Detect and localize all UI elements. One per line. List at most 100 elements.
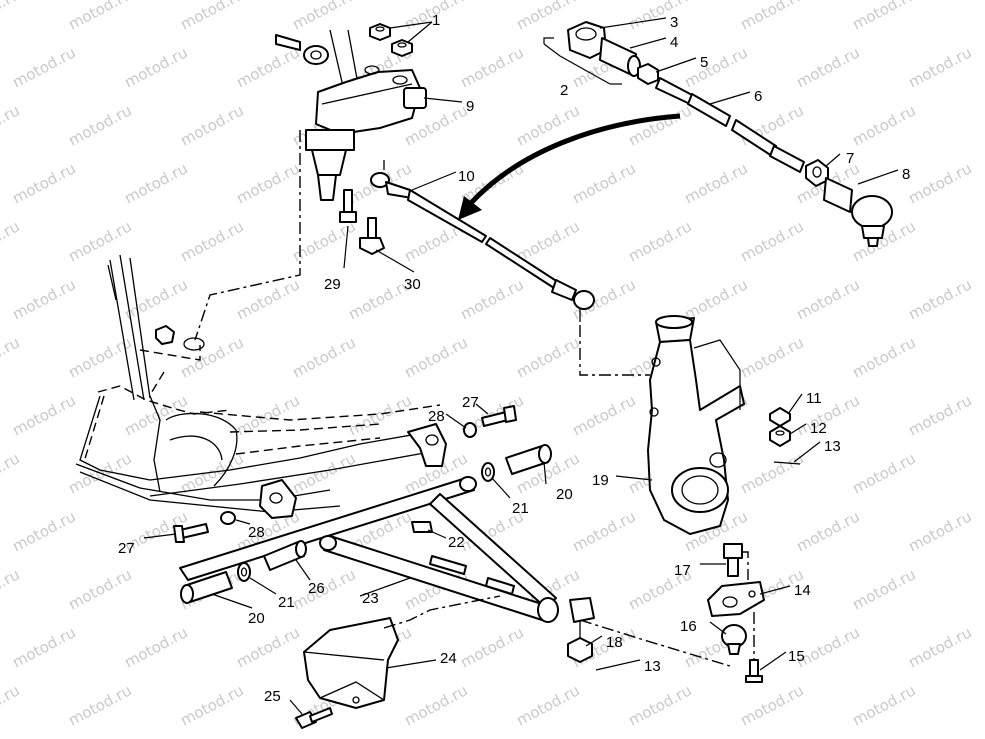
callout-7: 7 <box>846 150 854 167</box>
callout-14: 14 <box>794 582 811 599</box>
watermark-text: motod.ru <box>177 217 246 265</box>
watermark-text: motod.ru <box>625 0 694 34</box>
watermark-text: motod.ru <box>625 681 694 729</box>
callout-26: 26 <box>308 580 325 597</box>
watermark-text: motod.ru <box>289 333 358 381</box>
callout-24: 24 <box>440 650 457 667</box>
callout-8: 8 <box>902 166 910 183</box>
watermark-text: motod.ru <box>849 565 918 613</box>
watermark-text: motod.ru <box>513 333 582 381</box>
watermark-text: motod.ru <box>905 623 974 671</box>
watermark-text: motod.ru <box>513 217 582 265</box>
callout-labels: 1234567891011121313141516171819202021212… <box>118 12 910 705</box>
watermark-text: motod.ru <box>65 0 134 34</box>
watermark-text: motod.ru <box>681 159 750 207</box>
watermark-text: motod.ru <box>737 333 806 381</box>
callout-21b: 21 <box>278 594 295 611</box>
spindle-knuckle <box>647 315 745 535</box>
watermark-text: motod.ru <box>0 0 23 34</box>
watermark-text: motod.ru <box>681 275 750 323</box>
callout-13b: 13 <box>644 658 661 675</box>
callout-17: 17 <box>674 562 691 579</box>
watermark-text: motod.ru <box>121 275 190 323</box>
direction-arrow <box>458 113 681 220</box>
watermark-text: motod.ru <box>233 43 302 91</box>
watermark-text: motod.ru <box>849 0 918 34</box>
watermark-text: motod.ru <box>737 0 806 34</box>
watermark-text: motod.ru <box>9 43 78 91</box>
watermark-text: motod.ru <box>65 217 134 265</box>
watermark-text: motod.ru <box>0 449 23 497</box>
tie-rod-center <box>370 160 650 376</box>
watermark-text: motod.ru <box>849 681 918 729</box>
callout-15: 15 <box>788 648 805 665</box>
callout-23: 23 <box>362 590 379 607</box>
watermark-text: motod.ru <box>65 681 134 729</box>
watermark-text: motod.ru <box>849 101 918 149</box>
callout-5: 5 <box>700 54 708 71</box>
watermark-text: motod.ru <box>177 449 246 497</box>
callout-11: 11 <box>806 390 822 407</box>
watermark-text: motod.ru <box>737 217 806 265</box>
arm-bolts <box>173 405 517 543</box>
callout-28b: 28 <box>248 524 265 541</box>
callout-4: 4 <box>670 34 678 51</box>
watermark-text: motod.ru <box>793 43 862 91</box>
callout-6: 6 <box>754 88 762 105</box>
callout-2: 2 <box>560 82 568 99</box>
watermark-text: motod.ru <box>905 275 974 323</box>
watermark-text: motod.ru <box>0 101 23 149</box>
callout-25: 25 <box>264 688 281 705</box>
watermark-text: motod.ru <box>233 159 302 207</box>
watermark-text: motod.ru <box>0 217 23 265</box>
watermark-text: motod.ru <box>0 565 23 613</box>
watermark-text: motod.ru <box>177 0 246 34</box>
watermark-text: motod.ru <box>513 681 582 729</box>
watermark-text: motod.ru <box>9 391 78 439</box>
callout-28a: 28 <box>428 408 445 425</box>
tie-rod-assembly <box>543 21 893 247</box>
callout-18: 18 <box>606 634 623 651</box>
callout-22: 22 <box>448 534 465 551</box>
leader-lines <box>143 17 899 715</box>
watermark-text: motod.ru <box>569 159 638 207</box>
skid-guard <box>295 595 501 729</box>
watermark-text: motod.ru <box>569 391 638 439</box>
chassis-frame <box>75 254 447 519</box>
watermark-text: motod.ru <box>793 275 862 323</box>
callout-16: 16 <box>680 618 697 635</box>
watermark-text: motod.ru <box>9 623 78 671</box>
watermark-text: motod.ru <box>905 507 974 555</box>
watermark-text: motod.ru <box>457 43 526 91</box>
watermark-text: motod.ru <box>289 449 358 497</box>
watermark-text: motod.ru <box>905 391 974 439</box>
callout-13a: 13 <box>824 438 841 455</box>
watermark-text: motod.ru <box>401 333 470 381</box>
watermark-text: motod.ru <box>625 101 694 149</box>
watermark-text: motod.ru <box>121 391 190 439</box>
callout-29: 29 <box>324 276 341 293</box>
callout-27b: 27 <box>118 540 135 557</box>
watermark-text: motod.ru <box>0 681 23 729</box>
watermark-text: motod.ru <box>65 565 134 613</box>
callout-10: 10 <box>458 168 475 185</box>
spindle-hardware <box>707 407 801 683</box>
watermark-text: motod.ru <box>513 101 582 149</box>
callout-27a: 27 <box>462 394 479 411</box>
watermark-text: motod.ru <box>905 43 974 91</box>
watermark-text: motod.ru <box>681 43 750 91</box>
watermark-text: motod.ru <box>625 217 694 265</box>
watermark-text: motod.ru <box>793 507 862 555</box>
callout-20a: 20 <box>556 486 573 503</box>
watermark-text: motod.ru <box>457 275 526 323</box>
watermark-text: motod.ru <box>121 159 190 207</box>
watermark-text: motod.ru <box>737 449 806 497</box>
callout-30: 30 <box>404 276 421 293</box>
watermark-text: motod.ru <box>289 0 358 34</box>
watermark-text: motod.ru <box>65 101 134 149</box>
steering-post <box>194 23 427 341</box>
watermark-text: motod.ru <box>737 681 806 729</box>
a-arm <box>179 476 731 667</box>
watermark-text: motod.ru <box>849 333 918 381</box>
callout-19: 19 <box>592 472 609 489</box>
